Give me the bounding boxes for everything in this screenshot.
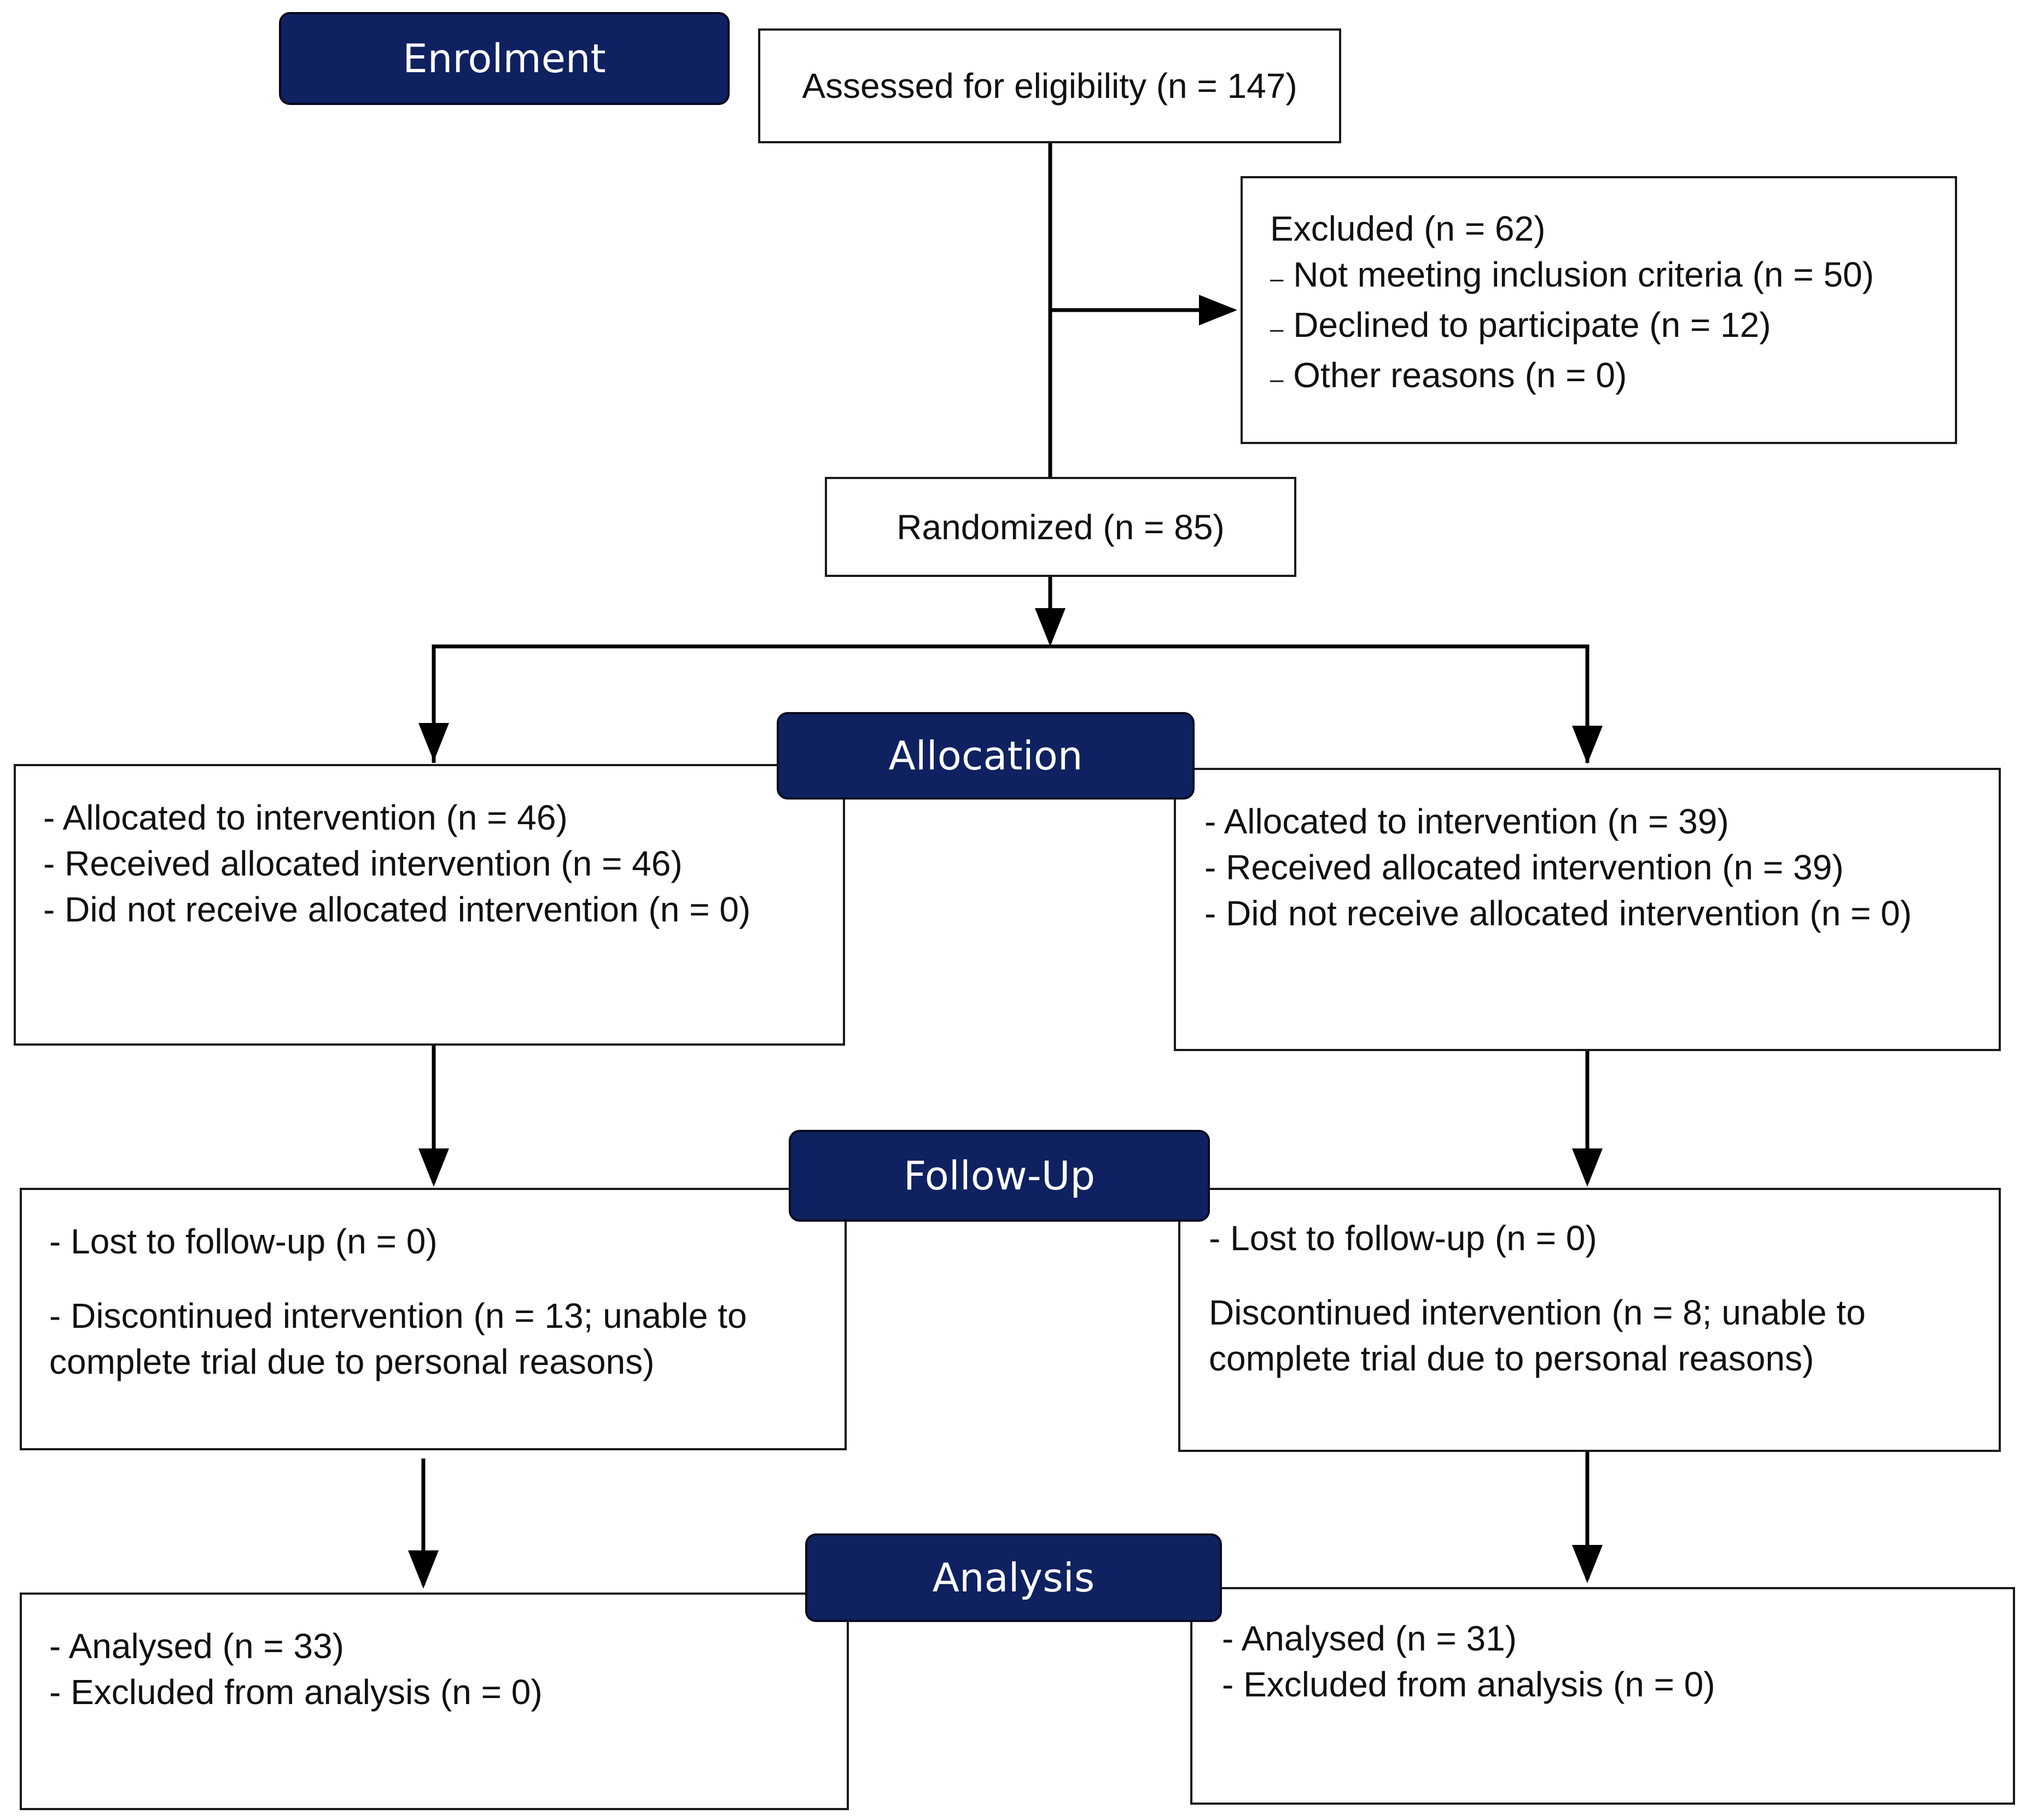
followup-left-lost: - Lost to follow-up (n = 0) [49, 1222, 438, 1261]
followup-left-discontinued: - Discontinued intervention (n = 13; una… [49, 1296, 747, 1335]
allocation-right-box: - Allocated to intervention (n = 39) - R… [1174, 768, 2001, 1051]
allocation-right-line: - Allocated to intervention (n = 39) [1204, 802, 1729, 841]
analysis-left-line: - Excluded from analysis (n = 0) [49, 1672, 543, 1712]
excluded-item: – Not meeting inclusion criteria (n = 50… [1270, 252, 1955, 302]
excluded-item-text: Declined to participate (n = 12) [1293, 305, 1771, 345]
excluded-title: Excluded (n = 62) [1270, 209, 1546, 248]
followup-right-discontinued: Discontinued intervention (n = 8; unable… [1209, 1293, 1866, 1332]
allocation-right-line: - Received allocated intervention (n = 3… [1204, 848, 1844, 887]
excluded-box: Excluded (n = 62) – Not meeting inclusio… [1241, 176, 1957, 444]
stage-label: Analysis [932, 1555, 1095, 1601]
excluded-item-text: Not meeting inclusion criteria (n = 50) [1293, 255, 1874, 294]
randomized-box: Randomized (n = 85) [825, 477, 1296, 577]
allocation-left-box: - Allocated to intervention (n = 46) - R… [14, 764, 845, 1046]
dash-bullet: – [1270, 265, 1284, 292]
stage-header-enrolment: Enrolment [279, 12, 730, 105]
allocation-left-line: - Allocated to intervention (n = 46) [43, 798, 568, 837]
followup-left-box: - Lost to follow-up (n = 0) - Discontinu… [20, 1188, 847, 1450]
followup-right-lost: - Lost to follow-up (n = 0) [1209, 1218, 1597, 1258]
excluded-item: – Declined to participate (n = 12) [1270, 302, 1955, 352]
excluded-item: – Other reasons (n = 0) [1270, 352, 1955, 402]
allocation-right-line: - Did not receive allocated intervention… [1204, 894, 1912, 933]
allocation-left-line: - Received allocated intervention (n = 4… [43, 844, 683, 883]
stage-header-allocation: Allocation [777, 712, 1195, 800]
stage-label: Follow-Up [903, 1153, 1096, 1199]
dash-bullet: – [1270, 316, 1284, 342]
stage-label: Allocation [888, 733, 1083, 779]
stage-header-analysis: Analysis [805, 1533, 1222, 1622]
assessed-text: Assessed for eligibility (n = 147) [802, 66, 1297, 106]
analysis-right-line: - Analysed (n = 31) [1222, 1619, 1517, 1658]
analysis-left-line: - Analysed (n = 33) [49, 1626, 344, 1666]
analysis-right-line: - Excluded from analysis (n = 0) [1222, 1665, 1715, 1704]
followup-right-box: - Lost to follow-up (n = 0) Discontinued… [1178, 1188, 2001, 1452]
followup-left-discontinued: complete trial due to personal reasons) [49, 1342, 655, 1381]
stage-header-follow-up: Follow-Up [789, 1130, 1210, 1222]
followup-right-discontinued: complete trial due to personal reasons) [1209, 1339, 1814, 1378]
randomized-text: Randomized (n = 85) [896, 507, 1225, 547]
split-bar [432, 644, 1590, 763]
allocation-left-line: - Did not receive allocated intervention… [43, 890, 751, 929]
stage-label: Enrolment [403, 36, 606, 81]
assessed-box: Assessed for eligibility (n = 147) [758, 28, 1341, 143]
analysis-left-box: - Analysed (n = 33) - Excluded from anal… [20, 1592, 849, 1810]
excluded-item-text: Other reasons (n = 0) [1293, 355, 1627, 395]
analysis-right-box: - Analysed (n = 31) - Excluded from anal… [1190, 1587, 2015, 1805]
dash-bullet: – [1270, 366, 1284, 393]
